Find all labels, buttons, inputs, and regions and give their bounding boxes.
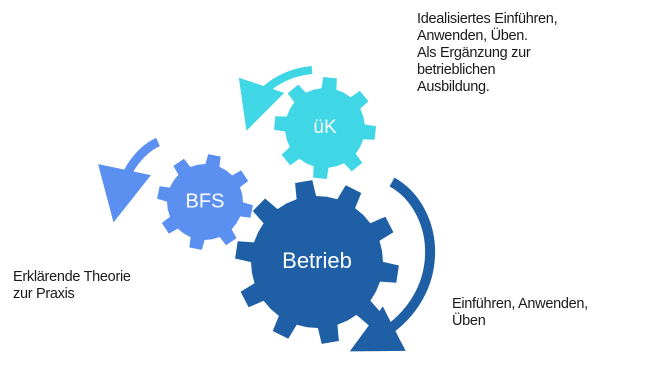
note-bfs-line: Erklärende Theorie — [13, 269, 131, 285]
gear-bfs-label: BFS — [186, 190, 225, 212]
gear-betrieb: Betrieb — [235, 180, 399, 344]
note-betrieb: Einführen, Anwenden, Üben — [452, 296, 588, 330]
gear-bfs-shape — [157, 154, 253, 250]
note-uk-line: betrieblichen — [417, 62, 496, 78]
gear-uk-shape — [274, 77, 376, 179]
note-uk-line: Ausbildung. — [417, 79, 490, 95]
arrow-bfs — [98, 137, 161, 223]
gear-bfs: BFS — [157, 154, 253, 250]
gear-uk-label: üK — [313, 117, 337, 138]
gear-betrieb-shape — [235, 180, 399, 344]
note-uk-line: Anwenden, Üben. — [417, 28, 528, 44]
note-uk-line: Idealisiertes Einführen, — [417, 11, 558, 27]
note-uk: Idealisiertes Einführen, Anwenden, Üben.… — [417, 11, 558, 96]
note-betrieb-line: Üben — [452, 313, 486, 329]
gear-uk: üK — [274, 77, 376, 179]
gear-betrieb-label: Betrieb — [282, 248, 352, 273]
note-bfs-line: zur Praxis — [13, 286, 75, 302]
arrow-betrieb — [349, 177, 435, 352]
note-betrieb-line: Einführen, Anwenden, — [452, 296, 588, 312]
note-bfs: Erklärende Theorie zur Praxis — [13, 269, 131, 303]
arrow-uk — [238, 66, 313, 131]
note-uk-line: Als Ergänzung zur — [417, 45, 531, 61]
